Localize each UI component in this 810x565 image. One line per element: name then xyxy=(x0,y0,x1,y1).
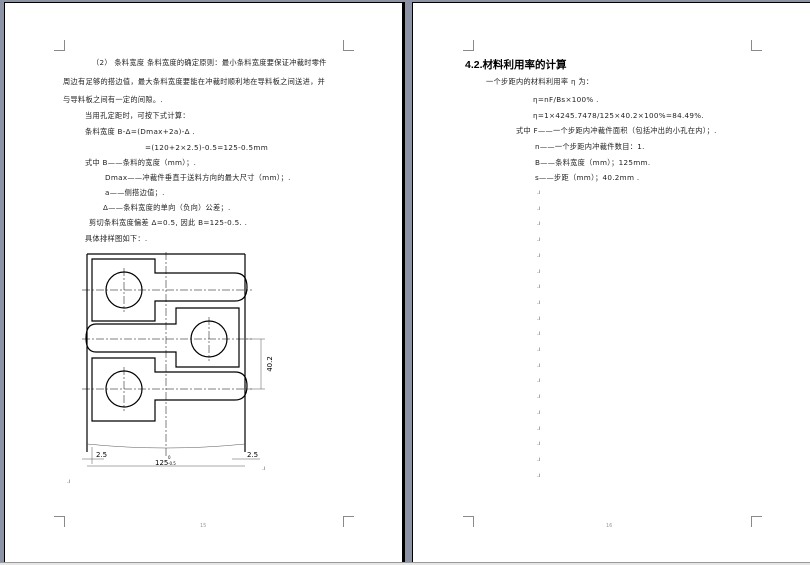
paragraph-mark: .ı xyxy=(537,440,541,448)
body-text-line: 当用孔定距时，可按下式计算： xyxy=(85,111,190,120)
definition-line: 式中 F——一个步距内冲裁件面积（包括冲出的小孔在内）；. xyxy=(516,126,717,135)
pitch-dimension: 40.2 xyxy=(266,356,274,372)
crop-mark-top-left xyxy=(54,40,65,51)
paragraph-mark: .ı xyxy=(537,251,541,259)
width-tolerance-upper: 0 xyxy=(168,455,171,460)
body-text-line: 剪切条料宽度偏差 Δ=0.5, 因此 B=125-0.5. . xyxy=(89,218,248,227)
definition-line: Dmax——冲裁件垂直于送料方向的最大尺寸（mm）；. xyxy=(105,173,291,182)
paragraph-mark: .ı xyxy=(537,298,541,306)
paragraph-mark: .ı xyxy=(537,220,541,228)
paragraph-mark: .ı xyxy=(537,204,541,212)
paragraph-mark: .ı xyxy=(537,361,541,369)
page-number: 16 xyxy=(606,523,613,529)
section-heading: 4.2.材料利用率的计算 xyxy=(465,59,567,71)
definition-line: B——条料宽度（mm）；125mm. xyxy=(535,158,651,167)
width-tolerance-lower: -0.5 xyxy=(168,461,176,466)
formula-line: 条料宽度 B-Δ=(Dmax+2a)-Δ . xyxy=(85,127,195,136)
paragraph-mark: .ı xyxy=(537,189,541,196)
formula-line: η=nF/Bs×100% . xyxy=(533,95,599,104)
paragraph-mark: .ı xyxy=(67,478,71,485)
formula-line: =(120+2×2.5)-0.5=125-0.5mm xyxy=(145,143,268,152)
paragraph-mark: .ı xyxy=(537,283,541,291)
paragraph-mark: .ı xyxy=(537,314,541,322)
paragraph-mark: .ı xyxy=(537,377,541,385)
paragraph-mark: .ı xyxy=(537,455,541,463)
definition-line: a——侧搭边值；. xyxy=(105,188,165,197)
definition-line: Δ——条料宽度的单向（负向）公差；. xyxy=(103,203,231,212)
paragraph-mark: .ı xyxy=(537,236,541,244)
body-text-line: 与导料板之间有一定的间隙。. xyxy=(63,95,163,104)
paragraph-mark: .ı xyxy=(537,471,541,479)
paragraph-mark: .ı xyxy=(537,267,541,275)
definition-line: n——一个步距内冲裁件数目：1. xyxy=(535,142,645,151)
body-text-line: （2） 条料宽度 条料宽度的确定原则：最小条料宽度要保证冲裁时零件 xyxy=(92,58,327,67)
paragraph-mark: .ı xyxy=(537,393,541,401)
crop-mark-bottom-left xyxy=(54,516,65,527)
paragraph-mark: .ı xyxy=(537,408,541,416)
paragraph-mark: .ı xyxy=(537,346,541,353)
definition-line: 式中 B——条料的宽度（mm）；. xyxy=(85,158,197,167)
crop-mark-bottom-right xyxy=(751,516,762,527)
body-text-line: 周边有足够的搭边值，最大条料宽度要能在冲裁时顺利地在导料板之间送进，并 xyxy=(63,77,326,86)
page-number: 15 xyxy=(200,523,207,529)
formula-line: η=1×4245.7478/125×40.2×100%=84.49%. xyxy=(533,111,704,120)
crop-mark-top-right xyxy=(343,40,354,51)
crop-mark-top-left xyxy=(463,40,474,51)
crop-mark-bottom-left xyxy=(463,516,474,527)
strip-layout-drawing[interactable]: 40.2 2.5 2.5 125 0 -0.5 xyxy=(82,252,282,477)
definition-line: s——步距（mm）；40.2mm . xyxy=(535,173,640,182)
document-page-15[interactable]: （2） 条料宽度 条料宽度的确定原则：最小条料宽度要保证冲裁时零件 周边有足够的… xyxy=(4,2,405,563)
right-margin-dimension: 2.5 xyxy=(247,451,258,459)
left-margin-dimension: 2.5 xyxy=(96,451,107,459)
crop-mark-top-right xyxy=(751,40,762,51)
paragraph-mark: .ı xyxy=(537,330,541,338)
body-text-line: 具体排样图如下：. xyxy=(85,234,148,243)
paragraph-mark: .ı xyxy=(262,465,266,472)
body-text-line: 一个步距内的材料利用率 η 为： xyxy=(486,77,594,86)
paragraph-mark: .ı xyxy=(537,424,541,432)
width-dimension: 125 xyxy=(155,459,168,467)
crop-mark-bottom-right xyxy=(343,516,354,527)
document-page-16[interactable]: 4.2.材料利用率的计算 一个步距内的材料利用率 η 为： η=nF/Bs×10… xyxy=(412,2,810,563)
